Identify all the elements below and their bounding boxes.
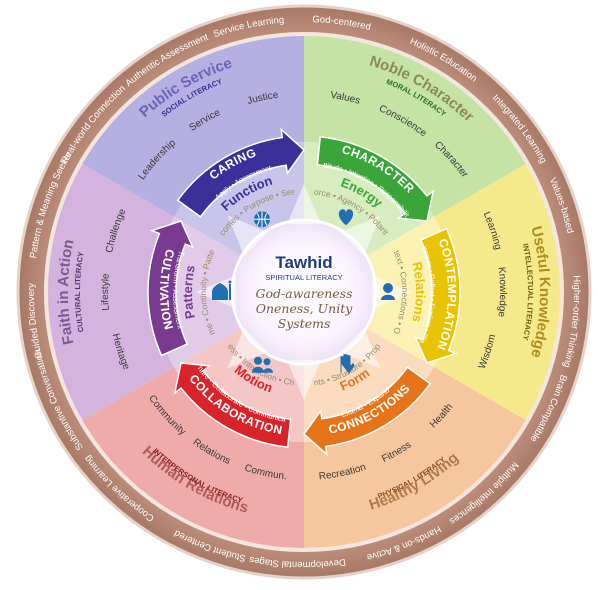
star-ray <box>287 359 321 400</box>
sector-healthy <box>304 367 526 548</box>
arrow-public <box>176 127 306 218</box>
sector-faith <box>47 164 175 420</box>
arrow-noble <box>316 136 435 222</box>
people-icon <box>252 356 273 373</box>
star-ray <box>287 184 321 225</box>
arrow-title-faith: CULTIVATION <box>157 248 177 332</box>
arrow-human <box>173 362 292 448</box>
arrow-faith <box>147 220 195 357</box>
sector-noble <box>304 36 526 217</box>
sector-human <box>82 367 305 548</box>
hand-icon <box>340 354 355 374</box>
center-line-3: Systems <box>278 316 331 331</box>
domain-title-faith: Faith in Action <box>55 238 78 346</box>
domain-item: Knowledge <box>495 266 508 318</box>
concept-faith: Patterns <box>180 264 198 320</box>
star-ray <box>340 328 381 369</box>
center-title: Tawhid <box>275 253 332 272</box>
sector-useful <box>433 164 560 420</box>
sector-public <box>82 36 305 217</box>
arrow-healthy <box>302 366 432 457</box>
mosque-icon <box>212 280 232 300</box>
domain-icons <box>212 209 395 374</box>
heart-icon <box>338 209 354 226</box>
center-literacy: SPIRITUAL LITERACY <box>265 273 342 282</box>
person-icon <box>381 283 395 300</box>
center-line-2: Oneness, Unity <box>256 301 354 316</box>
domain-literacy-faith: CULTURAL LITERACY <box>73 251 86 333</box>
arrow-useful <box>413 227 461 364</box>
center-line-1: God-awareness <box>256 286 353 301</box>
star-ray <box>340 215 381 256</box>
globe-icon <box>254 211 270 228</box>
concept-useful: Relations <box>409 260 428 323</box>
star-ray <box>371 275 412 309</box>
star-ray <box>227 328 268 369</box>
domain-sectors <box>47 36 560 548</box>
domain-item: Lifestyle <box>100 273 112 311</box>
star-ray <box>227 215 268 256</box>
